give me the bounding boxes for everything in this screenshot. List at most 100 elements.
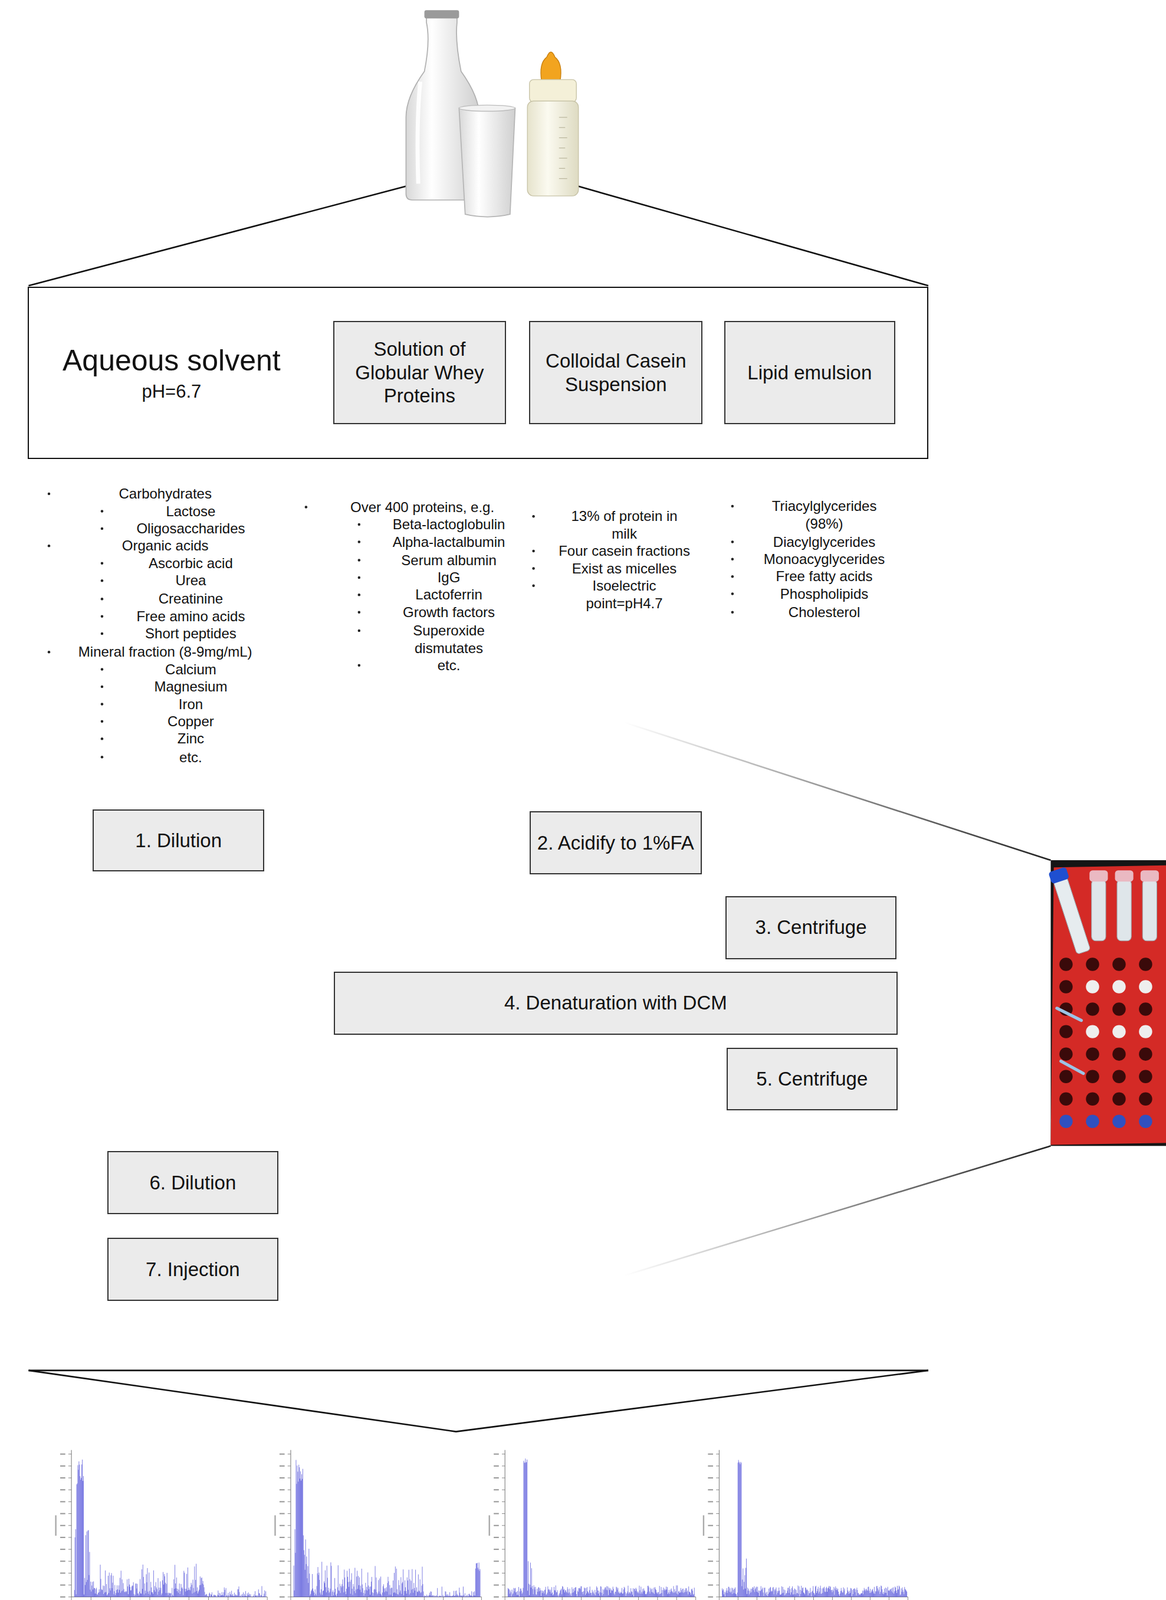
bullet-dot xyxy=(100,597,104,600)
tick-mark xyxy=(279,1536,285,1538)
bottle-rim xyxy=(424,10,460,19)
tick-mark xyxy=(60,1476,66,1478)
axis-tick xyxy=(68,1512,72,1514)
list-item: 13% of protein in milk xyxy=(565,507,684,543)
signal-trace xyxy=(507,1457,695,1597)
list-item: Creatinine xyxy=(37,589,344,608)
rack-hole xyxy=(1138,1092,1152,1106)
bullet-dot xyxy=(731,611,734,614)
list-item: Oligosaccharides xyxy=(37,519,344,538)
bullet-dot xyxy=(47,650,51,653)
signal-trace xyxy=(722,1459,908,1597)
axis-tick xyxy=(523,1596,525,1600)
box-text: 7. Injection xyxy=(145,1257,241,1282)
bullet-dot xyxy=(531,566,535,570)
axis-tick xyxy=(715,1595,719,1597)
tick-mark xyxy=(707,1524,714,1526)
bullet-dot xyxy=(357,663,361,666)
tick-mark xyxy=(60,1488,66,1490)
leader-line xyxy=(624,1145,1051,1276)
signal-trace xyxy=(293,1459,481,1597)
tick-mark xyxy=(707,1453,714,1455)
tick-mark xyxy=(707,1571,714,1573)
axis-tick xyxy=(715,1524,719,1526)
milk-illustration xyxy=(405,10,578,217)
axis-tick xyxy=(715,1512,719,1514)
step-box: 7. Injection xyxy=(107,1237,279,1301)
axis-tick xyxy=(68,1524,72,1526)
bullet-dot xyxy=(531,514,535,518)
list-item: Isoelectric point=pH4.7 xyxy=(577,576,672,613)
axis-tick xyxy=(462,1596,463,1600)
step-box: 1. Dilution xyxy=(92,809,265,872)
rack-hole xyxy=(1138,1024,1152,1038)
tick-mark xyxy=(60,1548,66,1550)
axis-tick xyxy=(756,1596,758,1600)
axis-tick xyxy=(501,1500,505,1502)
axis-tick xyxy=(501,1548,505,1550)
axis-tick xyxy=(287,1489,291,1490)
bullet-dot xyxy=(357,540,361,543)
axis-tick xyxy=(715,1477,719,1478)
rack-hole xyxy=(1138,1114,1152,1128)
box-text: Colloidal Casein Suspension xyxy=(536,349,696,396)
list-item: Lactose xyxy=(37,502,344,521)
axis-tick xyxy=(287,1512,291,1514)
bullet-dot xyxy=(100,579,104,582)
bullet-dot xyxy=(357,593,361,596)
baby-bottle-marks xyxy=(559,117,568,179)
tick-mark xyxy=(493,1548,499,1550)
clear-tubes xyxy=(1089,869,1159,941)
box-text: 1. Dilution xyxy=(135,828,222,853)
axis-tick xyxy=(851,1596,852,1600)
rack-hole xyxy=(1059,1046,1073,1060)
rack-hole xyxy=(1112,957,1126,971)
list-item: Magnesium xyxy=(37,677,344,696)
axis-tick xyxy=(287,1524,291,1526)
bullet-dot xyxy=(100,527,104,530)
bullet-dot xyxy=(731,592,734,595)
axis-tick xyxy=(715,1489,719,1490)
axis-tick xyxy=(501,1572,505,1573)
axis-tick xyxy=(501,1489,505,1490)
axis-tick xyxy=(676,1596,678,1600)
tick-mark xyxy=(279,1548,285,1550)
bullet-dot xyxy=(100,755,104,758)
pipette-tips xyxy=(1056,1007,1084,1074)
baby-bottle-body xyxy=(527,100,578,196)
tick-mark xyxy=(60,1559,66,1562)
rack-hole xyxy=(1085,957,1099,971)
axis-tick xyxy=(638,1596,639,1600)
tick-mark xyxy=(279,1524,285,1526)
axis-tick xyxy=(405,1596,406,1600)
axis-tick xyxy=(68,1500,72,1502)
rack-hole xyxy=(1138,1046,1152,1060)
box-text: 2. Acidify to 1%FA xyxy=(537,831,695,855)
tick-mark xyxy=(707,1584,714,1586)
solvent-heading: Aqueous solventpH=6.7 xyxy=(48,343,294,403)
art-part xyxy=(1142,879,1157,941)
rack-hole xyxy=(1112,1024,1126,1038)
bullet-dot xyxy=(100,614,104,617)
chromatogram xyxy=(54,1449,268,1600)
axis-tick xyxy=(813,1596,814,1600)
axis-tick xyxy=(888,1596,890,1600)
art-part xyxy=(559,157,568,159)
list-item: Exist as micelles xyxy=(471,559,778,578)
tick-mark xyxy=(60,1536,66,1538)
tick-mark xyxy=(493,1571,499,1573)
axis-tick xyxy=(481,1596,482,1600)
axis-tick xyxy=(599,1596,601,1600)
axis-tick xyxy=(385,1596,387,1600)
list-item: Serum albumin xyxy=(295,551,603,570)
axis-tick xyxy=(287,1572,291,1573)
bullet-dot xyxy=(357,558,361,561)
box-text: Solution of Globular Whey Proteins xyxy=(340,337,499,408)
tick-mark xyxy=(60,1524,66,1526)
bullet-dot xyxy=(357,523,361,526)
bullet-dot xyxy=(47,544,51,547)
tick-mark xyxy=(279,1595,285,1598)
art-part xyxy=(1053,877,1091,955)
